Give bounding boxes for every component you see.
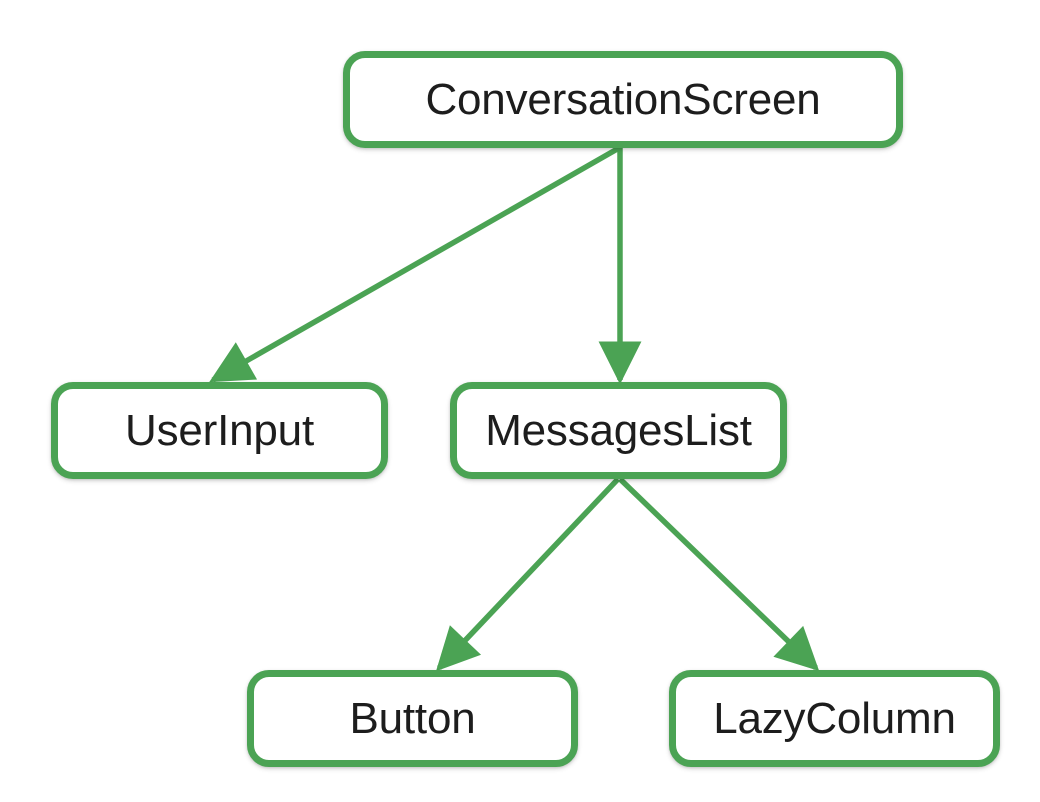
edge-messageslist-to-button bbox=[435, 477, 620, 672]
node-label-messages-list: MessagesList bbox=[485, 405, 752, 455]
node-user-input[interactable]: UserInput bbox=[51, 382, 388, 479]
edge-conversation-to-userinput bbox=[209, 145, 621, 383]
node-label-conversation-screen: ConversationScreen bbox=[425, 74, 821, 124]
node-messages-list[interactable]: MessagesList bbox=[450, 382, 787, 479]
node-button[interactable]: Button bbox=[247, 670, 578, 767]
node-label-button: Button bbox=[349, 693, 476, 743]
node-lazy-column[interactable]: LazyColumn bbox=[669, 670, 1000, 767]
node-label-lazy-column: LazyColumn bbox=[713, 693, 956, 743]
node-label-user-input: UserInput bbox=[125, 405, 314, 455]
node-conversation-screen[interactable]: ConversationScreen bbox=[343, 51, 903, 148]
edge-messageslist-to-lazycolumn bbox=[618, 477, 820, 672]
